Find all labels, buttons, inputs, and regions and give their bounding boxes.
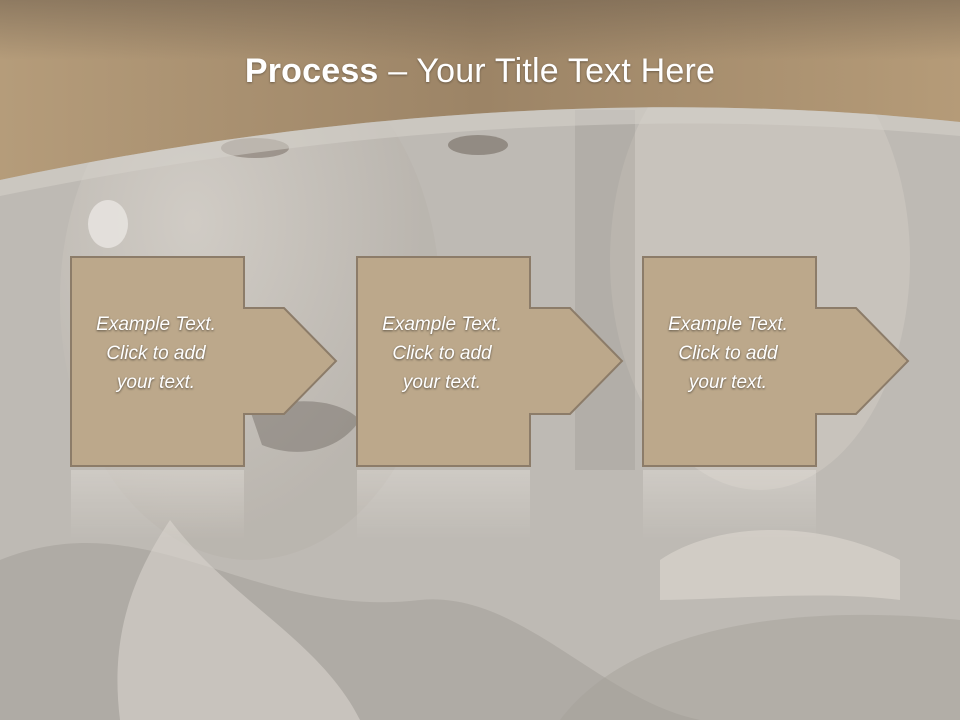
step-text-line: Click to add	[106, 343, 206, 364]
step-text[interactable]: Example Text. Click to add your text.	[642, 310, 814, 397]
step-reflection	[357, 470, 530, 540]
step-text-line: Example Text.	[96, 314, 216, 335]
step-text[interactable]: Example Text. Click to add your text.	[70, 310, 242, 397]
process-step-3[interactable]: Example Text. Click to add your text.	[642, 256, 912, 468]
step-text-line: Click to add	[678, 343, 778, 364]
step-text[interactable]: Example Text. Click to add your text.	[356, 310, 528, 397]
title-bold: Process	[244, 52, 379, 90]
step-arrow-shape	[70, 256, 338, 467]
step-arrow-shape	[642, 256, 910, 467]
title-rest: – Your Title Text Here	[378, 52, 716, 90]
step-arrow-shape	[356, 256, 624, 467]
step-text-line: Click to add	[392, 343, 492, 364]
step-text-line: your text.	[116, 372, 196, 393]
step-text-line: Example Text.	[668, 314, 788, 335]
process-step-2[interactable]: Example Text. Click to add your text.	[356, 256, 626, 468]
process-step-1[interactable]: Example Text. Click to add your text.	[70, 256, 340, 468]
slide-title[interactable]: Process – Your Title Text Here	[0, 52, 960, 91]
step-reflection	[71, 470, 244, 540]
step-reflection	[643, 470, 816, 540]
step-text-line: your text.	[688, 372, 768, 393]
step-text-line: your text.	[402, 372, 482, 393]
step-text-line: Example Text.	[382, 314, 502, 335]
